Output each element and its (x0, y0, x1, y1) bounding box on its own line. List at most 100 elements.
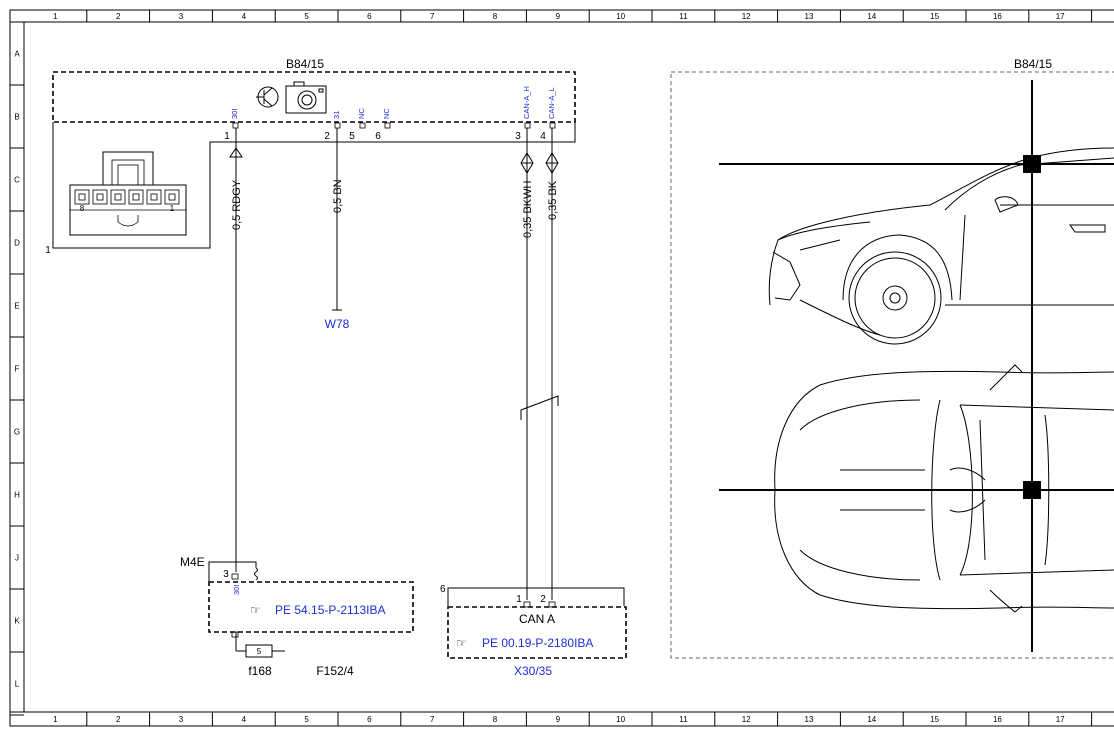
x30-label: X30/35 (514, 664, 552, 678)
svg-text:5: 5 (257, 647, 262, 656)
svg-text:3: 3 (223, 569, 229, 580)
sheet-border (9, 9, 1114, 727)
grid-column-label: 11 (679, 12, 688, 21)
svg-text:30I: 30I (232, 585, 241, 595)
grid-column-label: 7 (430, 12, 435, 21)
hand-pointer-icon: ☞ (250, 603, 261, 617)
grid-column-label: 15 (930, 12, 939, 21)
svg-text:8: 8 (80, 204, 85, 213)
svg-text:1: 1 (516, 594, 522, 605)
location-marker-side (1023, 155, 1041, 173)
svg-text:3: 3 (515, 131, 521, 142)
grid-column-label: 5 (304, 12, 309, 21)
can-reference-text: PE 00.19-P-2180IBA (482, 636, 593, 650)
can-box-index: 6 (440, 584, 446, 595)
car-side-view-image (768, 147, 1114, 345)
grid-column-label: 7 (430, 715, 435, 724)
wire-bkwh: 0,35 BKWH (520, 128, 534, 600)
location-marker-top (1023, 481, 1041, 499)
grid-column-label: 1 (53, 715, 58, 724)
car-top-view-image (774, 364, 1114, 613)
main-block-pins: 30I 31 NC NC CAN-A_H CAN-A_L 1 2 5 6 3 4 (224, 86, 556, 142)
svg-text:0,35 BKWH: 0,35 BKWH (522, 180, 534, 238)
grid-column-label: 10 (616, 12, 625, 21)
svg-text:CAN-A_H: CAN-A_H (522, 86, 531, 119)
svg-text:CAN-A_L: CAN-A_L (547, 87, 556, 119)
grid-row-label: D (14, 239, 20, 248)
m4e-box (208, 581, 414, 633)
connector-housing-outline (52, 122, 576, 249)
grid-column-label: 6 (367, 715, 372, 724)
grid-column-label: 8 (493, 715, 498, 724)
location-view-label: B84/15 (1014, 57, 1052, 71)
grid-column-label: 9 (556, 12, 561, 21)
grid-column-label: 13 (805, 12, 814, 21)
grid-column-label: 8 (493, 12, 498, 21)
grid-row-label: B (14, 113, 19, 122)
grid-column-label: 13 (805, 715, 814, 724)
svg-text:0,5 RDGY: 0,5 RDGY (231, 179, 243, 230)
grid-column-label: 14 (867, 715, 876, 724)
grid-column-label: 15 (930, 715, 939, 724)
can-reference-link[interactable]: ☞ PE 00.19-P-2180IBA (456, 636, 593, 650)
can-a-box (447, 606, 627, 659)
svg-text:2: 2 (540, 594, 546, 605)
svg-text:4: 4 (540, 131, 546, 142)
grid-labels: 1122334455667788991010111112121313141415… (10, 10, 1093, 726)
grid-column-label: 10 (616, 715, 625, 724)
grid-row-label: F (15, 365, 20, 374)
svg-text:1: 1 (170, 204, 175, 213)
fuse-label-f168: f168 (248, 664, 272, 678)
ground-label-w78: W78 (325, 317, 350, 331)
grid-row-label: G (14, 428, 20, 437)
m4e-reference-link[interactable]: ☞ PE 54.15-P-2113IBA (250, 603, 386, 617)
grid-row-label: C (14, 176, 20, 185)
grid-row-label: K (14, 617, 20, 626)
grid-row-label: E (14, 302, 19, 311)
main-block-box (52, 71, 576, 123)
transistor-icon (256, 86, 279, 108)
location-view-frame (670, 71, 1114, 659)
camera-icon (285, 81, 327, 114)
svg-text:31: 31 (332, 111, 341, 119)
connector-index: 1 (45, 245, 51, 256)
svg-text:2: 2 (324, 131, 330, 142)
grid-column-label: 3 (179, 12, 184, 21)
grid-row-label: L (15, 680, 20, 689)
svg-text:0,35 BK: 0,35 BK (547, 180, 559, 220)
location-crosshairs (719, 80, 1114, 652)
grid-column-label: 4 (242, 12, 247, 21)
m4e-reference-text: PE 54.15-P-2113IBA (275, 603, 386, 617)
svg-text:30I: 30I (230, 109, 239, 119)
grid-column-label: 16 (993, 715, 1002, 724)
wire-bn: 0,5 BN (332, 128, 344, 311)
grid-column-label: 2 (116, 715, 121, 724)
svg-text:6: 6 (375, 131, 381, 142)
label-f152: F152/4 (316, 664, 354, 678)
twisted-pair-symbol (520, 395, 559, 420)
grid-row-label: H (14, 491, 20, 500)
connector-icon: 8 1 (69, 151, 187, 236)
m4e-label: M4E (180, 555, 205, 569)
grid-column-label: 3 (179, 715, 184, 724)
grid-column-label: 11 (679, 715, 688, 724)
wire-bk: 0,35 BK (545, 128, 559, 600)
svg-text:NC: NC (382, 108, 391, 119)
grid-column-label: 1 (53, 12, 58, 21)
grid-row-label: A (14, 50, 20, 59)
grid-column-label: 2 (116, 12, 121, 21)
grid-column-label: 16 (993, 12, 1002, 21)
grid-column-label: 14 (867, 12, 876, 21)
grid-column-label: 12 (742, 12, 751, 21)
main-block-label: B84/15 (286, 57, 324, 71)
grid-column-label: 9 (556, 715, 561, 724)
grid-column-label: 6 (367, 12, 372, 21)
svg-text:NC: NC (357, 108, 366, 119)
svg-text:1: 1 (224, 131, 230, 142)
svg-text:5: 5 (349, 131, 355, 142)
grid-column-label: 5 (304, 715, 309, 724)
can-a-label: CAN A (519, 612, 555, 626)
grid-column-label: 4 (242, 715, 247, 724)
grid-row-label: J (15, 554, 19, 563)
